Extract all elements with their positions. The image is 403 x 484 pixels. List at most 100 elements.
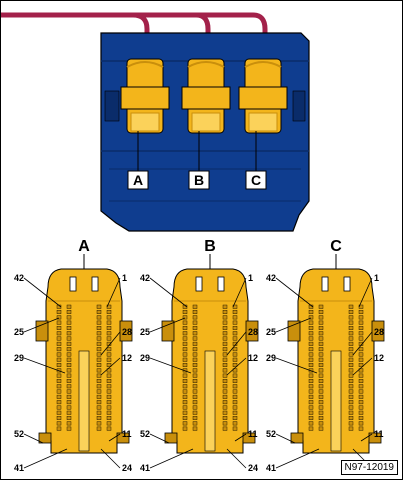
pin-cavity xyxy=(96,347,102,352)
pin-label-52: 52 xyxy=(14,429,24,439)
pin-cavity xyxy=(318,341,324,346)
pin-cavity xyxy=(182,331,188,336)
pin-cavity xyxy=(318,331,324,336)
pin-cavity xyxy=(182,421,188,426)
pin-label-24: 24 xyxy=(248,463,258,473)
pin-cavity xyxy=(222,326,228,330)
pin-cavity xyxy=(318,352,324,357)
pin-cavity xyxy=(96,400,102,405)
pin-cavity xyxy=(222,368,228,373)
pin-cavity xyxy=(192,304,198,309)
plug-b xyxy=(181,58,231,134)
pin-cavity xyxy=(358,410,364,415)
pin-cavity xyxy=(182,384,188,389)
pin-cavity xyxy=(56,341,62,346)
pin-cavity xyxy=(96,384,102,389)
pin-label-28: 28 xyxy=(122,327,132,337)
pin-cavity xyxy=(96,341,102,346)
pin-leader-25 xyxy=(23,317,60,333)
pin-label-12: 12 xyxy=(122,353,132,363)
pin-cavity xyxy=(308,384,314,389)
pin-cavity xyxy=(96,357,102,362)
pin-cavity xyxy=(232,394,238,399)
pin-label-25: 25 xyxy=(140,327,150,337)
pin-cavity xyxy=(318,347,324,352)
pin-cavity xyxy=(192,357,198,362)
top-window xyxy=(321,276,329,292)
pin-cavity xyxy=(192,347,198,352)
pin-cavity xyxy=(66,379,72,383)
pin-cavity xyxy=(232,368,238,373)
pin-cavity xyxy=(106,357,112,362)
pin-cavity xyxy=(56,426,62,431)
connector-header: A xyxy=(78,238,90,255)
pin-leader-52 xyxy=(275,433,296,444)
pin-cavity xyxy=(66,336,72,341)
pin-cavity xyxy=(308,341,314,346)
pin-cavity xyxy=(348,384,354,389)
pin-label-24: 24 xyxy=(122,463,132,473)
pin-label-41: 41 xyxy=(14,463,24,473)
side-rib-right xyxy=(245,320,259,342)
pin-cavity xyxy=(56,421,62,426)
pin-label-1: 1 xyxy=(374,273,379,283)
pin-cavity xyxy=(358,368,364,373)
pin-cavity xyxy=(96,331,102,336)
pin-cavity xyxy=(318,304,324,309)
pin-cavity xyxy=(96,389,102,394)
pin-cavity xyxy=(318,400,324,405)
pin-label-1: 1 xyxy=(122,273,127,283)
latch-left xyxy=(290,432,304,444)
pin-cavity xyxy=(222,416,228,420)
pin-cavity xyxy=(308,352,314,357)
pin-cavity xyxy=(358,421,364,426)
pin-cavity xyxy=(66,368,72,373)
pin-leader-24 xyxy=(226,448,247,469)
pin-cavity xyxy=(318,410,324,415)
pin-cavity xyxy=(66,389,72,394)
pin-cavity xyxy=(66,373,72,378)
pin-cavity xyxy=(308,379,314,383)
pin-leader-52 xyxy=(23,433,44,444)
center-partition xyxy=(204,350,216,452)
figure-code: N97-12019 xyxy=(340,460,398,475)
pin-cavity xyxy=(192,389,198,394)
pin-cavity xyxy=(106,410,112,415)
pin-cavity xyxy=(192,379,198,383)
pin-cavity xyxy=(66,310,72,314)
label-b: B xyxy=(194,172,204,188)
pin-leader-1 xyxy=(106,277,121,308)
pin-cavity xyxy=(348,326,354,330)
pin-cavity xyxy=(106,368,112,373)
pin-cavity xyxy=(222,336,228,341)
pin-cavity xyxy=(66,331,72,336)
label-a: A xyxy=(133,172,143,188)
pin-cavity xyxy=(106,416,112,420)
pin-cavity xyxy=(106,400,112,405)
pin-cavity xyxy=(56,363,62,367)
pin-cavity xyxy=(358,347,364,352)
pin-cavity xyxy=(358,310,364,314)
pin-cavity xyxy=(358,379,364,383)
pin-label-52: 52 xyxy=(140,429,150,439)
pin-cavity xyxy=(232,410,238,415)
pin-leader-1 xyxy=(358,277,373,308)
pin-cavity xyxy=(222,315,228,320)
pin-cavity xyxy=(318,379,324,383)
pin-cavity xyxy=(358,416,364,420)
pin-cavity xyxy=(192,384,198,389)
pin-cavity xyxy=(232,421,238,426)
pin-cavity xyxy=(222,347,228,352)
pin-cavity xyxy=(66,426,72,431)
pin-leader-1 xyxy=(232,277,247,308)
pin-cavity xyxy=(66,405,72,410)
pin-cavity xyxy=(56,347,62,352)
top-window xyxy=(343,276,351,292)
pin-cavity xyxy=(96,394,102,399)
pin-label-29: 29 xyxy=(140,353,150,363)
pin-cavity xyxy=(182,341,188,346)
pin-cavity xyxy=(318,336,324,341)
pin-cavity xyxy=(182,410,188,415)
pin-cavity xyxy=(182,315,188,320)
